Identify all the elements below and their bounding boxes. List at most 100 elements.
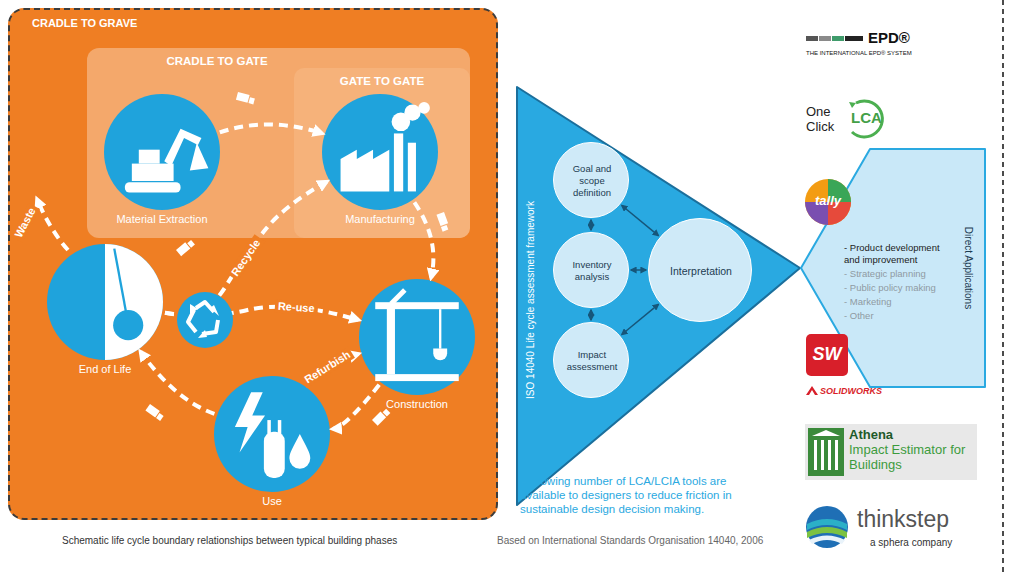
phase-icon [47, 244, 163, 360]
node-body-holder: - Public policy making [844, 282, 956, 294]
source-note: Based on International Standards Organis… [497, 535, 763, 547]
node-label-holder: Manufacturing [282, 213, 478, 226]
logo-text-holder: One Click [806, 104, 842, 134]
logo-text-holder: a sphera company [870, 537, 952, 549]
node-label: Direct Applications [962, 227, 974, 309]
node-label-holder: Inventory analysis [561, 259, 623, 283]
divider-line [1002, 0, 1004, 576]
logo-text-holder: THE INTERNATIONAL EPD® SYSTEM [806, 50, 912, 57]
node-label-holder: Impact assessment [561, 349, 623, 373]
thinkstep-logo [806, 506, 848, 548]
logo-text: Athena [849, 427, 893, 443]
logo-text: thinkstep [857, 505, 949, 533]
phase-icon [359, 279, 475, 395]
node-body: - Strategic planning [844, 268, 956, 280]
logo-text-holder: thinkstep [857, 505, 949, 533]
boundary-box: Manufacturing GATE TO GATE [294, 68, 470, 238]
node-label: Construction [319, 398, 515, 411]
logo-text: THE INTERNATIONAL EPD® SYSTEM [806, 50, 912, 57]
node-label: Material Extraction [64, 213, 260, 226]
node-body: - Public policy making [844, 282, 956, 294]
stage-circle: Impact assessment [553, 322, 629, 398]
phase-circle: Material Extraction [104, 94, 220, 210]
node-body-holder: - Product development and improvement [844, 242, 956, 266]
phase-icon [322, 94, 438, 210]
logo-text: SW [806, 343, 848, 365]
node-label-holder: GATE TO GATE [294, 74, 470, 88]
caption-holder: Schematic life cycle boundary relationsh… [62, 535, 397, 547]
caption: Schematic life cycle boundary relationsh… [62, 535, 397, 547]
node-body: - Marketing [844, 296, 956, 308]
shape-fill [517, 87, 800, 505]
phase-circle: Use [214, 376, 330, 492]
logo-text-holder: SW [806, 343, 848, 365]
logo-text-holder: Impact Estimator for Buildings [849, 442, 974, 472]
logo-text: tally [805, 193, 851, 209]
phase-icon [104, 94, 220, 210]
source-note-holder: Based on International Standards Organis… [497, 535, 763, 547]
stage-circle: Interpretation [648, 218, 752, 322]
logo-text-holder: tally [805, 193, 851, 209]
node-body: - Product development and improvement [844, 242, 956, 266]
node-label: Use [174, 495, 370, 508]
node-body: - Other [844, 310, 956, 322]
shape-fill [801, 149, 985, 387]
node-body-holder: - Strategic planning [844, 268, 956, 280]
node-label-holder: CRADLE TO GRAVE [32, 17, 137, 30]
framework-arrow [590, 220, 592, 230]
framework-arrow [631, 269, 646, 271]
epd-logo [806, 36, 863, 41]
stage-circle: Inventory analysis [553, 232, 629, 308]
node-label-holder: CRADLE TO GATE [137, 54, 297, 68]
boundary-panel: Material ExtractionManufacturingGATE TO … [8, 8, 498, 520]
solidworks-logo [806, 334, 848, 376]
node-label: CRADLE TO GRAVE [32, 17, 137, 30]
logo-text: One Click [806, 104, 842, 134]
framework-arrow [590, 310, 592, 320]
node-label-holder: Direct Applications [962, 227, 974, 309]
logo-text-holder: EPD® [868, 29, 910, 47]
boundary-box: Material Extraction Manufacturing GATE TO … [87, 48, 470, 238]
node-label: GATE TO GATE [294, 74, 470, 88]
node-body-holder: - Other [844, 310, 956, 322]
phase-circle: End of Life [47, 244, 163, 360]
node-label: ISO 14040 Life cycle assessment framewor… [525, 150, 537, 450]
logo-text: a sphera company [870, 537, 952, 549]
athena-logo [805, 424, 977, 480]
node-label-holder: Use [174, 495, 370, 508]
logo-text: SOLIDWORKS [820, 386, 882, 397]
node-label-holder: Construction [319, 398, 515, 411]
3ds-mark [806, 386, 818, 395]
node-label: Impact assessment [561, 349, 623, 373]
node-label: Interpretation [655, 265, 747, 278]
node-label: CRADLE TO GATE [137, 54, 297, 68]
node-label: Manufacturing [282, 213, 478, 226]
phase-circle: Construction [359, 279, 475, 395]
phase-circle: Manufacturing [322, 94, 438, 210]
logo-text: Impact Estimator for Buildings [849, 442, 974, 472]
oneclick-logo [852, 101, 882, 137]
framework-triangle: Goal and scope definitionInventory analy… [515, 85, 802, 507]
note-text-holder: A growing number of LCA/LCIA tools are a… [520, 474, 765, 516]
node-label-holder: Goal and scope definition [561, 163, 623, 199]
node-label-holder: End of Life [7, 363, 203, 376]
node-label: Inventory analysis [561, 259, 623, 283]
stage-circle: Goal and scope definition [553, 142, 629, 218]
phase-icon [214, 376, 330, 492]
node-label-holder: ISO 14040 Life cycle assessment framewor… [525, 150, 537, 450]
recycle-symbol [177, 292, 233, 348]
logo-text-holder: LCA [851, 109, 882, 127]
node-label: End of Life [7, 363, 203, 376]
logo-text-holder: SOLIDWORKS [820, 386, 882, 397]
node-label: Goal and scope definition [561, 163, 623, 199]
tally-logo [805, 179, 851, 225]
logo-text-holder: Athena [849, 427, 893, 443]
edge-label: Re-use [274, 300, 317, 316]
edge-label-holder: Re-use [274, 296, 318, 317]
oneclick-logo [849, 102, 856, 108]
node-body-holder: - Marketing [844, 296, 956, 308]
note-text: A growing number of LCA/LCIA tools are a… [520, 474, 765, 516]
node-label-holder: Material Extraction [64, 213, 260, 226]
logo-text: EPD® [868, 29, 910, 47]
